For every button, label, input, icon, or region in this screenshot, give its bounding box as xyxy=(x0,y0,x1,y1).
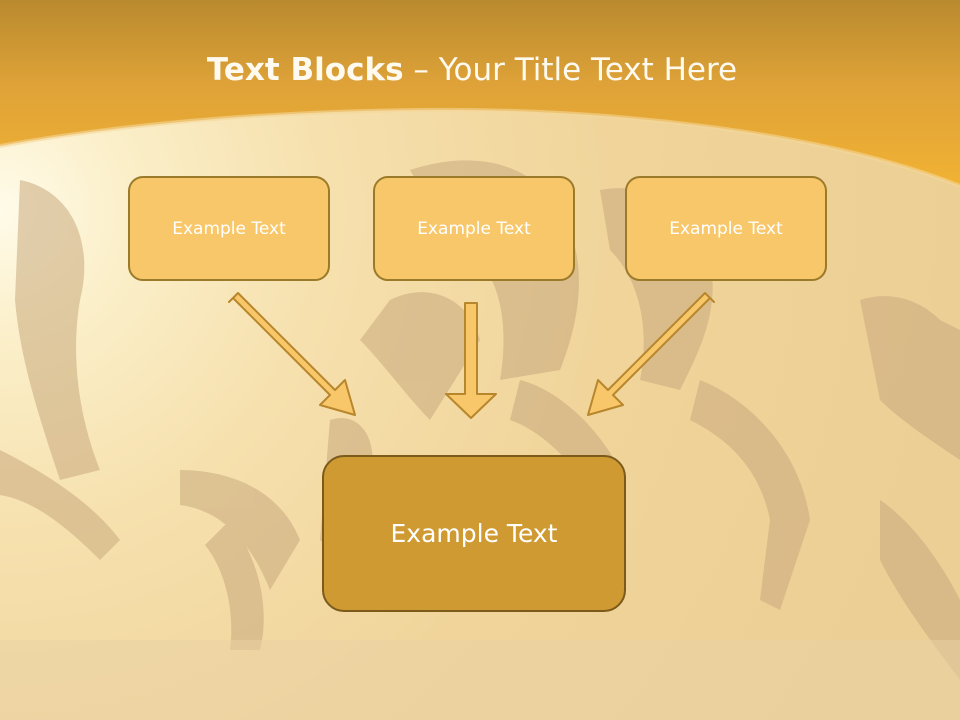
title-bold: Text Blocks xyxy=(206,52,404,88)
title-rest: Your Title Text Here xyxy=(438,52,738,88)
text-block-1[interactable]: Example Text xyxy=(128,176,330,281)
slide-title: Text Blocks – Your Title Text Here xyxy=(0,52,944,88)
text-block-2[interactable]: Example Text xyxy=(373,176,575,281)
center-text-block-label: Example Text xyxy=(390,519,558,548)
header-band xyxy=(0,0,960,186)
text-block-3[interactable]: Example Text xyxy=(625,176,827,281)
center-text-block[interactable]: Example Text xyxy=(322,455,626,612)
text-block-3-label: Example Text xyxy=(669,218,783,239)
title-dash: – xyxy=(413,52,429,88)
text-block-2-label: Example Text xyxy=(417,218,531,239)
text-block-1-label: Example Text xyxy=(172,218,286,239)
